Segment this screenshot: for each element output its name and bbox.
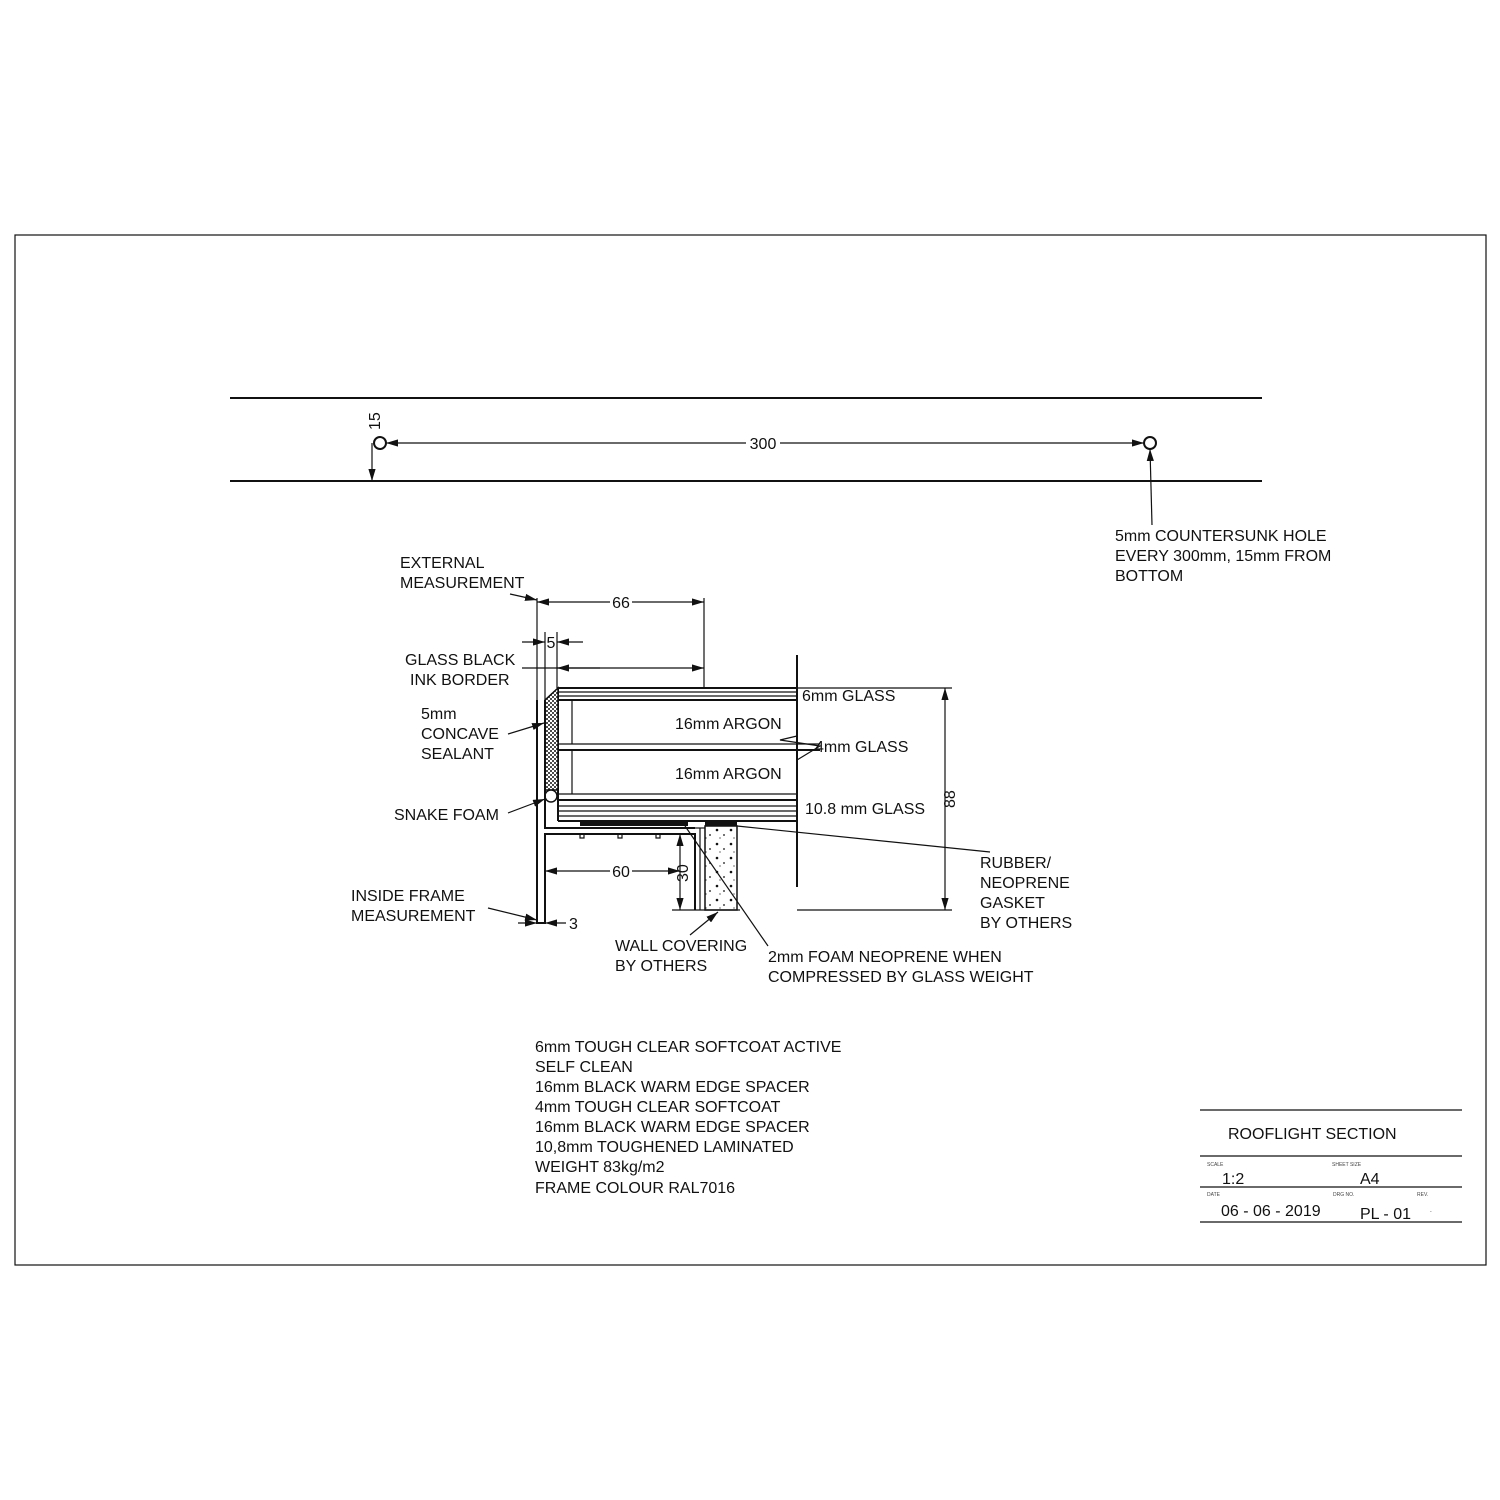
dim-15: 15	[367, 412, 384, 430]
plan-view: 300 15 5mm COUNTERSUNK HOLE EVERY 300mm,…	[230, 397, 1331, 585]
dim-66: 66	[612, 595, 630, 612]
spec-line: 16mm BLACK WARM EDGE SPACER	[535, 1079, 810, 1096]
frame-profile	[536, 700, 740, 924]
dim-60: 60	[612, 864, 630, 881]
rev-value: -	[1430, 1209, 1432, 1215]
label-sealant: SEALANT	[421, 746, 494, 763]
date-value: 06 - 06 - 2019	[1221, 1203, 1321, 1220]
drg-label: DRG NO.	[1333, 1192, 1354, 1198]
label-argon-2: 16mm ARGON	[675, 766, 782, 783]
hole-marker	[1143, 436, 1157, 450]
label-gasket: RUBBER/	[980, 855, 1052, 872]
hole-marker	[373, 436, 387, 450]
gasket-strip	[705, 821, 737, 826]
spec-line: SELF CLEAN	[535, 1059, 633, 1076]
spec-line: WEIGHT 83kg/m2	[535, 1159, 665, 1176]
label-glass-108: 10.8 mm GLASS	[805, 801, 925, 818]
dim-88: 88	[942, 790, 959, 808]
rev-label: REV.	[1417, 1192, 1428, 1198]
title-block: ROOFLIGHT SECTION SCALE 1:2 SHEET SIZE A…	[1200, 1109, 1462, 1223]
label-snake-foam: SNAKE FOAM	[394, 807, 499, 824]
label-inside-frame: MEASUREMENT	[351, 908, 476, 925]
dim-300: 300	[750, 436, 777, 453]
dim-30: 30	[675, 864, 692, 882]
scale-value: 1:2	[1222, 1171, 1244, 1188]
label-ink-border: INK BORDER	[410, 672, 510, 689]
label-sealant: 5mm	[421, 706, 457, 723]
label-wall-covering: WALL COVERING	[615, 938, 747, 955]
hole-note-line: BOTTOM	[1115, 568, 1183, 585]
spec-line: 4mm TOUGH CLEAR SOFTCOAT	[535, 1099, 781, 1116]
label-glass-4: 4mm GLASS	[815, 739, 908, 756]
break-line	[779, 735, 822, 761]
label-glass-6: 6mm GLASS	[802, 688, 895, 705]
spec-notes: 6mm TOUGH CLEAR SOFTCOAT ACTIVE SELF CLE…	[535, 1039, 841, 1197]
label-argon-1: 16mm ARGON	[675, 716, 782, 733]
snake-foam-circle	[544, 789, 558, 803]
label-external: EXTERNAL	[400, 555, 485, 572]
label-ink-border: GLASS BLACK	[405, 652, 516, 669]
spec-line: 6mm TOUGH CLEAR SOFTCOAT ACTIVE	[535, 1039, 841, 1056]
label-wall-covering: BY OTHERS	[615, 958, 707, 975]
label-gasket: GASKET	[980, 895, 1045, 912]
label-gasket: NEOPRENE	[980, 875, 1070, 892]
label-foam-neoprene: COMPRESSED BY GLASS WEIGHT	[768, 969, 1034, 986]
sealant-hatch	[544, 686, 559, 791]
spec-line: 10,8mm TOUGHENED LAMINATED	[535, 1139, 794, 1156]
drawing-title: ROOFLIGHT SECTION	[1228, 1126, 1397, 1143]
wall-covering	[704, 825, 738, 911]
date-label: DATE	[1207, 1192, 1221, 1198]
label-foam-neoprene: 2mm FOAM NEOPRENE WHEN	[768, 949, 1002, 966]
scale-label: SCALE	[1207, 1162, 1224, 1168]
label-external: MEASUREMENT	[400, 575, 525, 592]
hole-note-line: EVERY 300mm, 15mm FROM	[1115, 548, 1331, 565]
sheet-border	[14, 234, 1487, 1266]
hole-note-line: 5mm COUNTERSUNK HOLE	[1115, 528, 1327, 545]
label-sealant: CONCAVE	[421, 726, 499, 743]
dim-3: 3	[569, 916, 578, 933]
drg-value: PL - 01	[1360, 1206, 1411, 1223]
section-detail: 66 5 60 30 3 88 EXTERNAL MEASUREMENT GLA…	[351, 555, 1072, 986]
label-gasket: BY OTHERS	[980, 915, 1072, 932]
sheet-value: A4	[1360, 1171, 1380, 1188]
spec-line: 16mm BLACK WARM EDGE SPACER	[535, 1119, 810, 1136]
foam-neoprene-strip	[580, 821, 688, 826]
dim-5: 5	[547, 635, 556, 652]
spec-line: FRAME COLOUR RAL7016	[535, 1180, 735, 1197]
label-inside-frame: INSIDE FRAME	[351, 888, 465, 905]
glass-unit	[557, 655, 822, 887]
sheet-label: SHEET SIZE	[1332, 1162, 1362, 1168]
